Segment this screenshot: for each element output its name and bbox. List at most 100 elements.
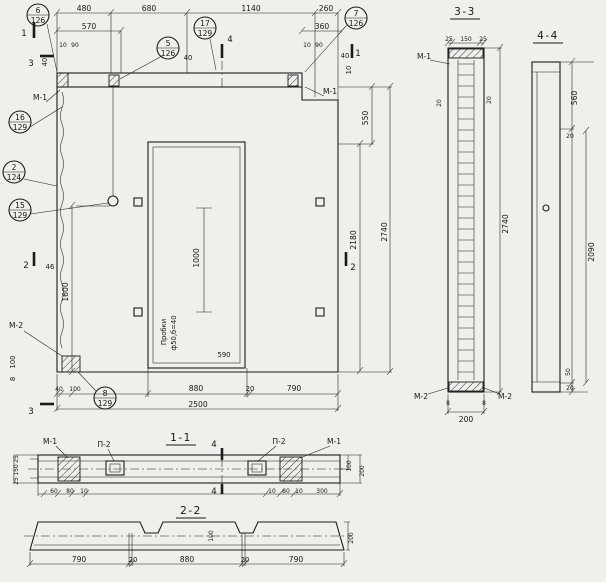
section-4-4: 4-4 560 20 2090 50 20 bbox=[531, 30, 596, 396]
dim-200: 200 bbox=[348, 532, 355, 544]
opening-inner bbox=[152, 146, 241, 364]
section-title-2-2: 2-2 bbox=[180, 505, 202, 517]
core-rungs bbox=[458, 63, 474, 373]
rib-anchor-left bbox=[108, 74, 120, 87]
dim-2740: 2740 bbox=[380, 222, 389, 241]
dim-ticks-bottom bbox=[40, 489, 344, 498]
dim-10: 10 bbox=[345, 66, 353, 75]
dim-260: 260 bbox=[319, 4, 334, 13]
loop-right-lower bbox=[315, 307, 325, 317]
callout-7-126: 7 126 bbox=[344, 6, 368, 30]
opening-outer bbox=[147, 141, 246, 369]
rib-end-block bbox=[56, 72, 69, 88]
main-view bbox=[56, 44, 339, 373]
main-view-dimensions bbox=[53, 8, 394, 413]
dim-200: 200 bbox=[459, 415, 474, 424]
cut-label-3-bottom: 3 bbox=[28, 407, 33, 417]
loop-left-upper bbox=[133, 197, 143, 207]
dim-lines-right bbox=[359, 87, 391, 372]
dim-100: 100 bbox=[69, 386, 81, 393]
dim-20: 20 bbox=[129, 556, 138, 564]
callout-sheet: 124 bbox=[7, 173, 22, 182]
cut-label-3-top: 3 bbox=[28, 59, 33, 69]
dim-150: 150 bbox=[13, 464, 20, 476]
dim-ticks bbox=[568, 57, 576, 396]
callout-sheet: 129 bbox=[13, 123, 28, 132]
dim-chain bbox=[560, 61, 594, 393]
dim-1000: 1000 bbox=[192, 248, 201, 267]
plate-p2-left bbox=[105, 460, 125, 476]
marker-m2-main: М-2 bbox=[9, 321, 23, 330]
note-plugs-1: Пробки bbox=[160, 319, 168, 345]
section-3-3: 3-3 25 150 25 М-1 20 20 2740 М-2 М-2 8 8… bbox=[414, 6, 512, 424]
dim-line-200 bbox=[447, 394, 485, 414]
marker-p2-right: П-2 bbox=[272, 437, 285, 446]
dim-790: 790 bbox=[287, 384, 302, 393]
dim-20: 20 bbox=[566, 133, 574, 140]
dim-2740: 2740 bbox=[501, 214, 510, 233]
dim-chain-left bbox=[13, 454, 38, 484]
section-1-1: 1-1 4 4 М-1 П-2 П-2 М-1 25 150 25 100 20… bbox=[13, 432, 366, 498]
callout-leaders bbox=[23, 23, 348, 392]
dim-20: 20 bbox=[436, 99, 443, 107]
plate-p2-right-inner bbox=[251, 463, 263, 473]
callout-17-129: 17 129 bbox=[193, 16, 217, 40]
callout-num: 6 bbox=[36, 6, 41, 15]
dim-1140: 1140 bbox=[241, 4, 260, 13]
ext-lines-top1 bbox=[56, 13, 339, 100]
dim-20: 20 bbox=[246, 385, 255, 393]
dim-25: 25 bbox=[445, 36, 453, 43]
callout-15-129: 15 129 bbox=[8, 198, 32, 222]
hole bbox=[542, 204, 550, 212]
marker-leaders-main bbox=[23, 86, 325, 357]
dim-10: 10 bbox=[268, 488, 276, 495]
dim-60: 60 bbox=[50, 488, 58, 495]
cut-marks bbox=[32, 22, 354, 494]
panel-outline bbox=[56, 86, 339, 373]
cut-label-1-right: 1 bbox=[355, 49, 360, 59]
callout-sheet: 129 bbox=[198, 29, 213, 38]
callout-bubbles: 6 126 17 129 7 126 5 126 16 129 bbox=[2, 3, 368, 410]
dim-10: 10 bbox=[80, 488, 88, 495]
strip-outline bbox=[29, 521, 345, 551]
dim-ticks-top2 bbox=[53, 26, 346, 35]
section-title-3-3: 3-3 bbox=[454, 6, 476, 18]
dim-40: 40 bbox=[41, 58, 49, 67]
dim-1600: 1600 bbox=[61, 282, 70, 301]
section-title-1-1: 1-1 bbox=[170, 432, 192, 444]
dim-ticks-top bbox=[444, 38, 488, 47]
marker-leaders bbox=[427, 59, 501, 395]
dim-ticks-right bbox=[356, 82, 394, 376]
dim-line-2740 bbox=[484, 47, 502, 393]
marker-m1: М-1 bbox=[417, 52, 431, 61]
note-plugs-2: ф50,б=40 bbox=[170, 315, 178, 350]
dim-2500: 2500 bbox=[188, 400, 207, 409]
dim-ticks-200 bbox=[444, 407, 488, 416]
dim-25: 25 bbox=[13, 455, 20, 463]
dim-50: 50 bbox=[565, 368, 572, 376]
marker-m2-right: М-2 bbox=[498, 392, 512, 401]
callout-6-126: 6 126 bbox=[26, 3, 50, 27]
dim-20: 20 bbox=[241, 556, 250, 564]
dim-790: 790 bbox=[72, 555, 87, 564]
dim-25: 25 bbox=[479, 36, 487, 43]
dim-360: 360 bbox=[315, 22, 330, 31]
dim-40: 40 bbox=[341, 52, 350, 60]
cut-label-2-right: 2 bbox=[350, 263, 355, 273]
dim-line-bottom bbox=[29, 533, 345, 566]
dim-100: 100 bbox=[346, 460, 353, 472]
dim-chain-right bbox=[340, 454, 362, 484]
dim-200: 200 bbox=[359, 465, 366, 477]
dim-20: 20 bbox=[486, 96, 493, 104]
marker-m1-left: М-1 bbox=[33, 93, 47, 102]
corner-block bbox=[61, 355, 81, 373]
top-cap bbox=[448, 48, 484, 59]
dim-10: 10 bbox=[59, 42, 67, 49]
dim-560: 560 bbox=[570, 91, 579, 106]
dim-480: 480 bbox=[77, 4, 92, 13]
loop-right-upper bbox=[315, 197, 325, 207]
cut-label-4b: 4 bbox=[211, 487, 216, 497]
section-2-2: 2-2 100 200 790 20 880 20 790 bbox=[24, 505, 355, 568]
dim-20: 20 bbox=[566, 385, 574, 392]
